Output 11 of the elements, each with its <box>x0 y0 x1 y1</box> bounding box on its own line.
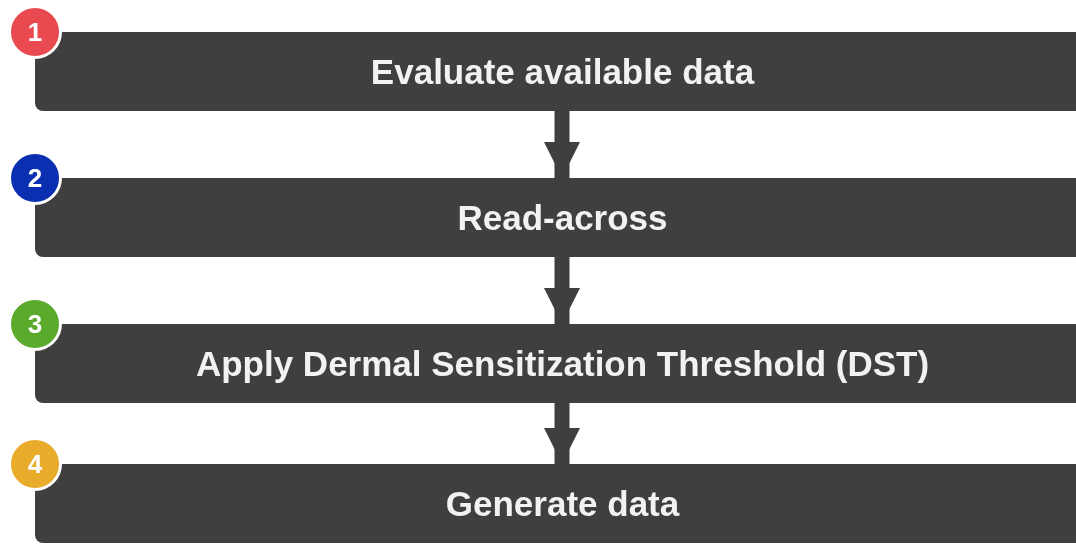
arrow <box>544 111 580 178</box>
step-label: Generate data <box>445 483 680 524</box>
arrow <box>544 257 580 324</box>
step-label: Evaluate available data <box>370 51 755 92</box>
step-number: 3 <box>27 308 43 340</box>
step-number: 4 <box>27 448 43 480</box>
step-number: 2 <box>27 162 43 194</box>
arrow <box>544 403 580 464</box>
step-label: Apply Dermal Sensitization Threshold (DST) <box>195 343 930 384</box>
step-number: 1 <box>27 16 43 48</box>
step-label: Read-across <box>457 197 668 238</box>
